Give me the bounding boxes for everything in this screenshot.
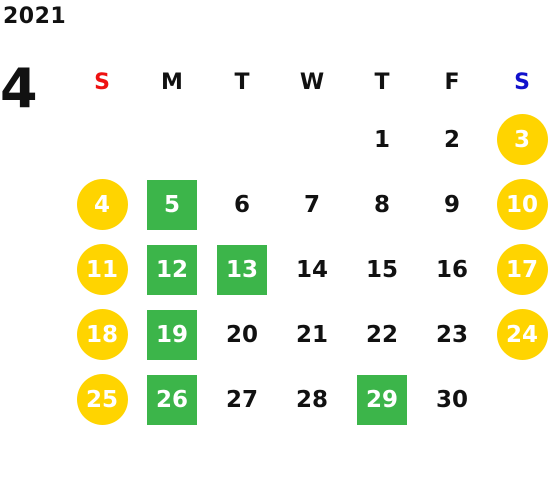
day-number: 1	[373, 126, 390, 153]
day-number: 29	[357, 374, 407, 425]
day-number: 23	[435, 321, 468, 348]
day-cell[interactable]: 27	[207, 367, 277, 432]
day-cell	[137, 107, 207, 172]
day-number: 12	[147, 244, 197, 295]
day-number: 24	[496, 309, 548, 360]
day-cell[interactable]: 25	[67, 367, 137, 432]
weekday-header-sat: S	[514, 69, 530, 95]
weekday-header-row: S M T W T F S	[67, 57, 548, 107]
day-cell[interactable]: 24	[487, 302, 548, 367]
day-cell	[277, 107, 347, 172]
weekday-header-sun: S	[94, 69, 110, 95]
day-number: 20	[225, 321, 258, 348]
day-cell[interactable]: 30	[417, 367, 487, 432]
day-number: 2	[443, 126, 460, 153]
day-number: 10	[496, 179, 548, 230]
day-number: 28	[295, 386, 328, 413]
day-number: 26	[147, 374, 197, 425]
day-number: 11	[76, 244, 128, 295]
week-row: 1 2 3	[67, 107, 548, 172]
weekday-header-fri: F	[444, 69, 460, 95]
day-number: 15	[365, 256, 398, 283]
weekday-header-thu: T	[374, 69, 390, 95]
day-number: 25	[76, 374, 128, 425]
day-number: 17	[496, 244, 548, 295]
day-cell[interactable]: 7	[277, 172, 347, 237]
day-cell[interactable]: 26	[137, 367, 207, 432]
day-cell	[487, 367, 548, 432]
weekday-header-wed: W	[299, 69, 325, 95]
day-number: 21	[295, 321, 328, 348]
day-cell[interactable]: 1	[347, 107, 417, 172]
day-number: 19	[147, 309, 197, 360]
day-cell[interactable]: 29	[347, 367, 417, 432]
day-cell[interactable]: 9	[417, 172, 487, 237]
day-cell	[67, 107, 137, 172]
day-number: 8	[373, 191, 390, 218]
day-cell[interactable]: 10	[487, 172, 548, 237]
day-number: 5	[147, 179, 197, 230]
day-cell	[207, 107, 277, 172]
day-number: 9	[443, 191, 460, 218]
weekday-header-mon: M	[161, 69, 183, 95]
day-cell[interactable]: 23	[417, 302, 487, 367]
day-number: 3	[496, 114, 548, 165]
day-number: 30	[435, 386, 468, 413]
week-row: 25 26 27 28 29 30	[67, 367, 548, 432]
day-cell[interactable]: 4	[67, 172, 137, 237]
day-number: 6	[233, 191, 250, 218]
weekday-header-tue: T	[234, 69, 250, 95]
day-cell[interactable]: 14	[277, 237, 347, 302]
day-number: 27	[225, 386, 258, 413]
day-cell[interactable]: 8	[347, 172, 417, 237]
day-cell[interactable]: 19	[137, 302, 207, 367]
day-number: 13	[217, 244, 267, 295]
day-cell[interactable]: 2	[417, 107, 487, 172]
day-number: 18	[76, 309, 128, 360]
day-cell[interactable]: 17	[487, 237, 548, 302]
week-row: 18 19 20 21 22 23 24	[67, 302, 548, 367]
day-cell[interactable]: 15	[347, 237, 417, 302]
day-cell[interactable]: 22	[347, 302, 417, 367]
day-cell[interactable]: 21	[277, 302, 347, 367]
day-number: 16	[435, 256, 468, 283]
day-cell[interactable]: 18	[67, 302, 137, 367]
day-cell[interactable]: 6	[207, 172, 277, 237]
day-number: 14	[295, 256, 328, 283]
year-label: 2021	[3, 4, 67, 29]
day-cell[interactable]: 12	[137, 237, 207, 302]
day-number: 22	[365, 321, 398, 348]
day-cell[interactable]: 16	[417, 237, 487, 302]
day-cell[interactable]: 20	[207, 302, 277, 367]
day-cell[interactable]: 28	[277, 367, 347, 432]
day-cell[interactable]: 11	[67, 237, 137, 302]
day-cell[interactable]: 5	[137, 172, 207, 237]
day-number: 4	[76, 179, 128, 230]
month-label: 4	[0, 57, 38, 120]
day-cell[interactable]: 3	[487, 107, 548, 172]
day-cell[interactable]: 13	[207, 237, 277, 302]
day-number: 7	[303, 191, 320, 218]
week-row: 11 12 13 14 15 16 17	[67, 237, 548, 302]
